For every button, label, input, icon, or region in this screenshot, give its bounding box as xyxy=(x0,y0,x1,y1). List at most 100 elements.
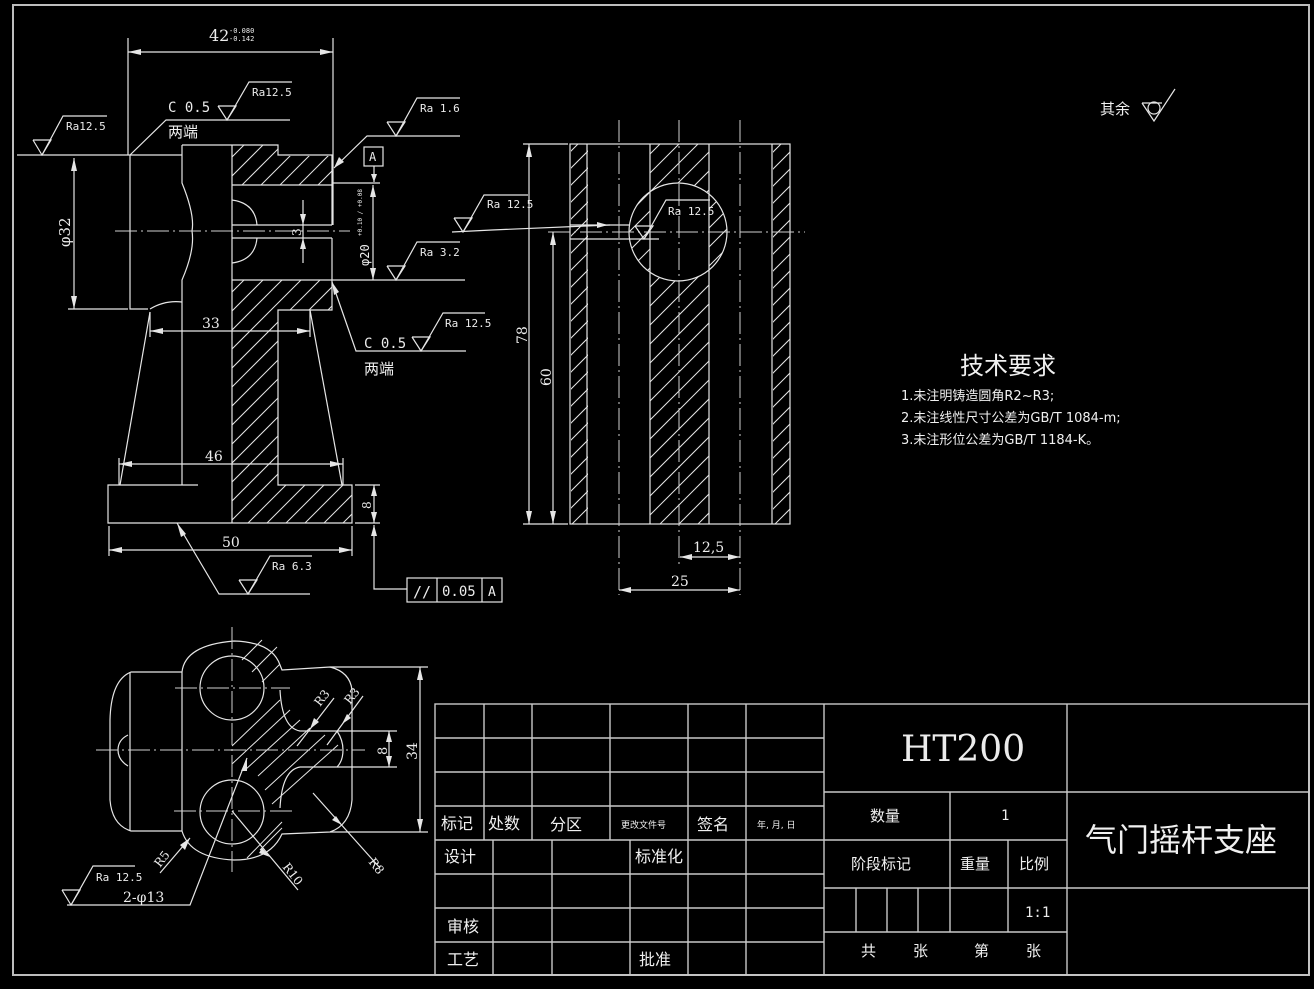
hatch-line xyxy=(629,144,728,524)
hatch-line xyxy=(602,275,857,530)
hatch-line xyxy=(629,144,728,524)
front-hatch-top xyxy=(232,140,439,190)
hatch-line xyxy=(232,280,288,523)
hatch-line xyxy=(653,144,728,524)
hatch-line xyxy=(773,372,790,391)
dim-42: 42 xyxy=(209,26,229,45)
hatch-line xyxy=(629,144,728,524)
hatch-line xyxy=(1053,140,1314,530)
holes-label: 2-φ13 xyxy=(123,890,164,906)
label-process: 工艺 xyxy=(447,950,479,969)
hatch-line xyxy=(844,140,1234,530)
hatch-line xyxy=(232,280,352,523)
top-view: 34 8 R3 R3 R8 R10 R5 2-φ13 Ra 12.5 xyxy=(61,627,428,907)
hatch-line xyxy=(312,145,332,185)
tech-requirement-2: 2.未注线性尺寸公差为GB/T 1084-m; xyxy=(901,411,1121,426)
hatch-line xyxy=(297,280,352,523)
roughness-right-bottom: Ra 12.5 xyxy=(445,317,491,330)
hatch-line xyxy=(564,275,819,530)
dim-42-lower-tol: -0.142 xyxy=(229,35,254,43)
hatch-line xyxy=(629,144,728,524)
side-view: 78 60 Ra 12.5 Ra 12.5 12,5 25 xyxy=(451,120,1314,595)
hatch-line xyxy=(787,140,1177,530)
hatch-line xyxy=(469,275,724,530)
hatch-line xyxy=(1024,140,1314,530)
hatch-line xyxy=(730,140,1120,530)
tolerance-value: 0.05 xyxy=(442,584,476,600)
dim-8: 8 xyxy=(360,501,374,509)
hatch-line xyxy=(526,275,781,530)
hatch-line xyxy=(232,145,250,185)
hatch-line xyxy=(571,354,588,373)
rev-header-count: 处数 xyxy=(488,814,520,833)
hatch-line xyxy=(773,304,790,323)
hatch-line xyxy=(1109,140,1314,530)
hatch-line xyxy=(957,140,1314,530)
hatch-line xyxy=(571,337,588,356)
dim-78: 78 xyxy=(515,326,531,344)
hatch-line xyxy=(773,406,790,425)
hatch-line xyxy=(0,275,230,530)
label-scale: 比例 xyxy=(1019,855,1049,873)
label-approve: 批准 xyxy=(639,950,671,969)
label-sheet-total: 共 xyxy=(861,942,876,960)
hatch-line xyxy=(956,140,1314,530)
chamfer-top-note: 两端 xyxy=(168,123,198,141)
rev-header-signature: 签名 xyxy=(697,815,729,834)
hatch-line xyxy=(803,140,1193,530)
tech-requirement-1: 1.未注明铸造圆角R2~R3; xyxy=(901,388,1054,404)
hatch-line xyxy=(773,423,790,442)
label-sheet-unit-1: 张 xyxy=(913,942,928,960)
hatch-line xyxy=(488,275,743,530)
hatch-line xyxy=(293,145,332,185)
hatch-line xyxy=(1143,140,1314,530)
roughness-bore-top: Ra 1.6 xyxy=(420,102,460,115)
value-scale: 1:1 xyxy=(1025,905,1050,921)
label-weight: 重量 xyxy=(960,855,990,873)
radius-r5: R5 xyxy=(151,848,172,870)
top-view-hatch xyxy=(231,639,339,859)
hatch-line xyxy=(236,145,288,185)
roughness-side-left: Ra 12.5 xyxy=(487,198,533,211)
hatch-line xyxy=(629,144,728,524)
hatch-line xyxy=(973,140,1314,530)
hatch-line xyxy=(773,457,790,476)
hatch-line xyxy=(888,140,1278,530)
hatch-line xyxy=(922,140,1312,530)
other-surfaces-roughness: 其余 xyxy=(1100,88,1176,123)
hatch-line xyxy=(749,140,1139,530)
radius-r3-b: R3 xyxy=(341,685,362,707)
dim-phi20: φ20 xyxy=(358,244,372,266)
hatch-line xyxy=(773,270,790,289)
hatch-line xyxy=(634,140,1024,530)
hatch-line xyxy=(240,280,352,523)
hatch-line xyxy=(232,280,352,523)
chamfer-bottom: C 0.5 xyxy=(364,336,406,352)
tolerance-datum: A xyxy=(488,585,496,600)
hatch-line xyxy=(872,140,1262,530)
dim-phi32: φ32 xyxy=(56,217,74,247)
radius-r8: R8 xyxy=(366,855,387,877)
hatch-line xyxy=(710,144,728,524)
front-view: 42 -0.080 -0.142 φ32 Ra12.5 C 0.5 两端 Ra1… xyxy=(0,26,857,603)
hatch-line xyxy=(232,280,352,523)
label-design: 设计 xyxy=(444,847,476,866)
rev-header-date: 年, 月, 日 xyxy=(757,819,795,831)
hatch-line xyxy=(571,150,588,169)
hatch-line xyxy=(583,275,838,530)
chamfer-top: C 0.5 xyxy=(168,100,210,116)
hatch-line xyxy=(232,280,269,523)
label-stage: 阶段标记 xyxy=(851,855,911,873)
hatch-line xyxy=(786,140,1176,530)
hatch-line xyxy=(545,275,800,530)
label-sheet-no: 第 xyxy=(974,942,989,960)
hatch-line xyxy=(232,280,250,523)
hatch-line xyxy=(906,140,1296,530)
hatch-line xyxy=(773,491,790,510)
hatch-line xyxy=(787,140,1177,530)
hatch-line xyxy=(389,140,439,190)
dim-34-top: 34 xyxy=(405,742,421,760)
tolerance-symbol-parallel: // xyxy=(413,583,431,601)
hatch-line xyxy=(1015,140,1314,530)
